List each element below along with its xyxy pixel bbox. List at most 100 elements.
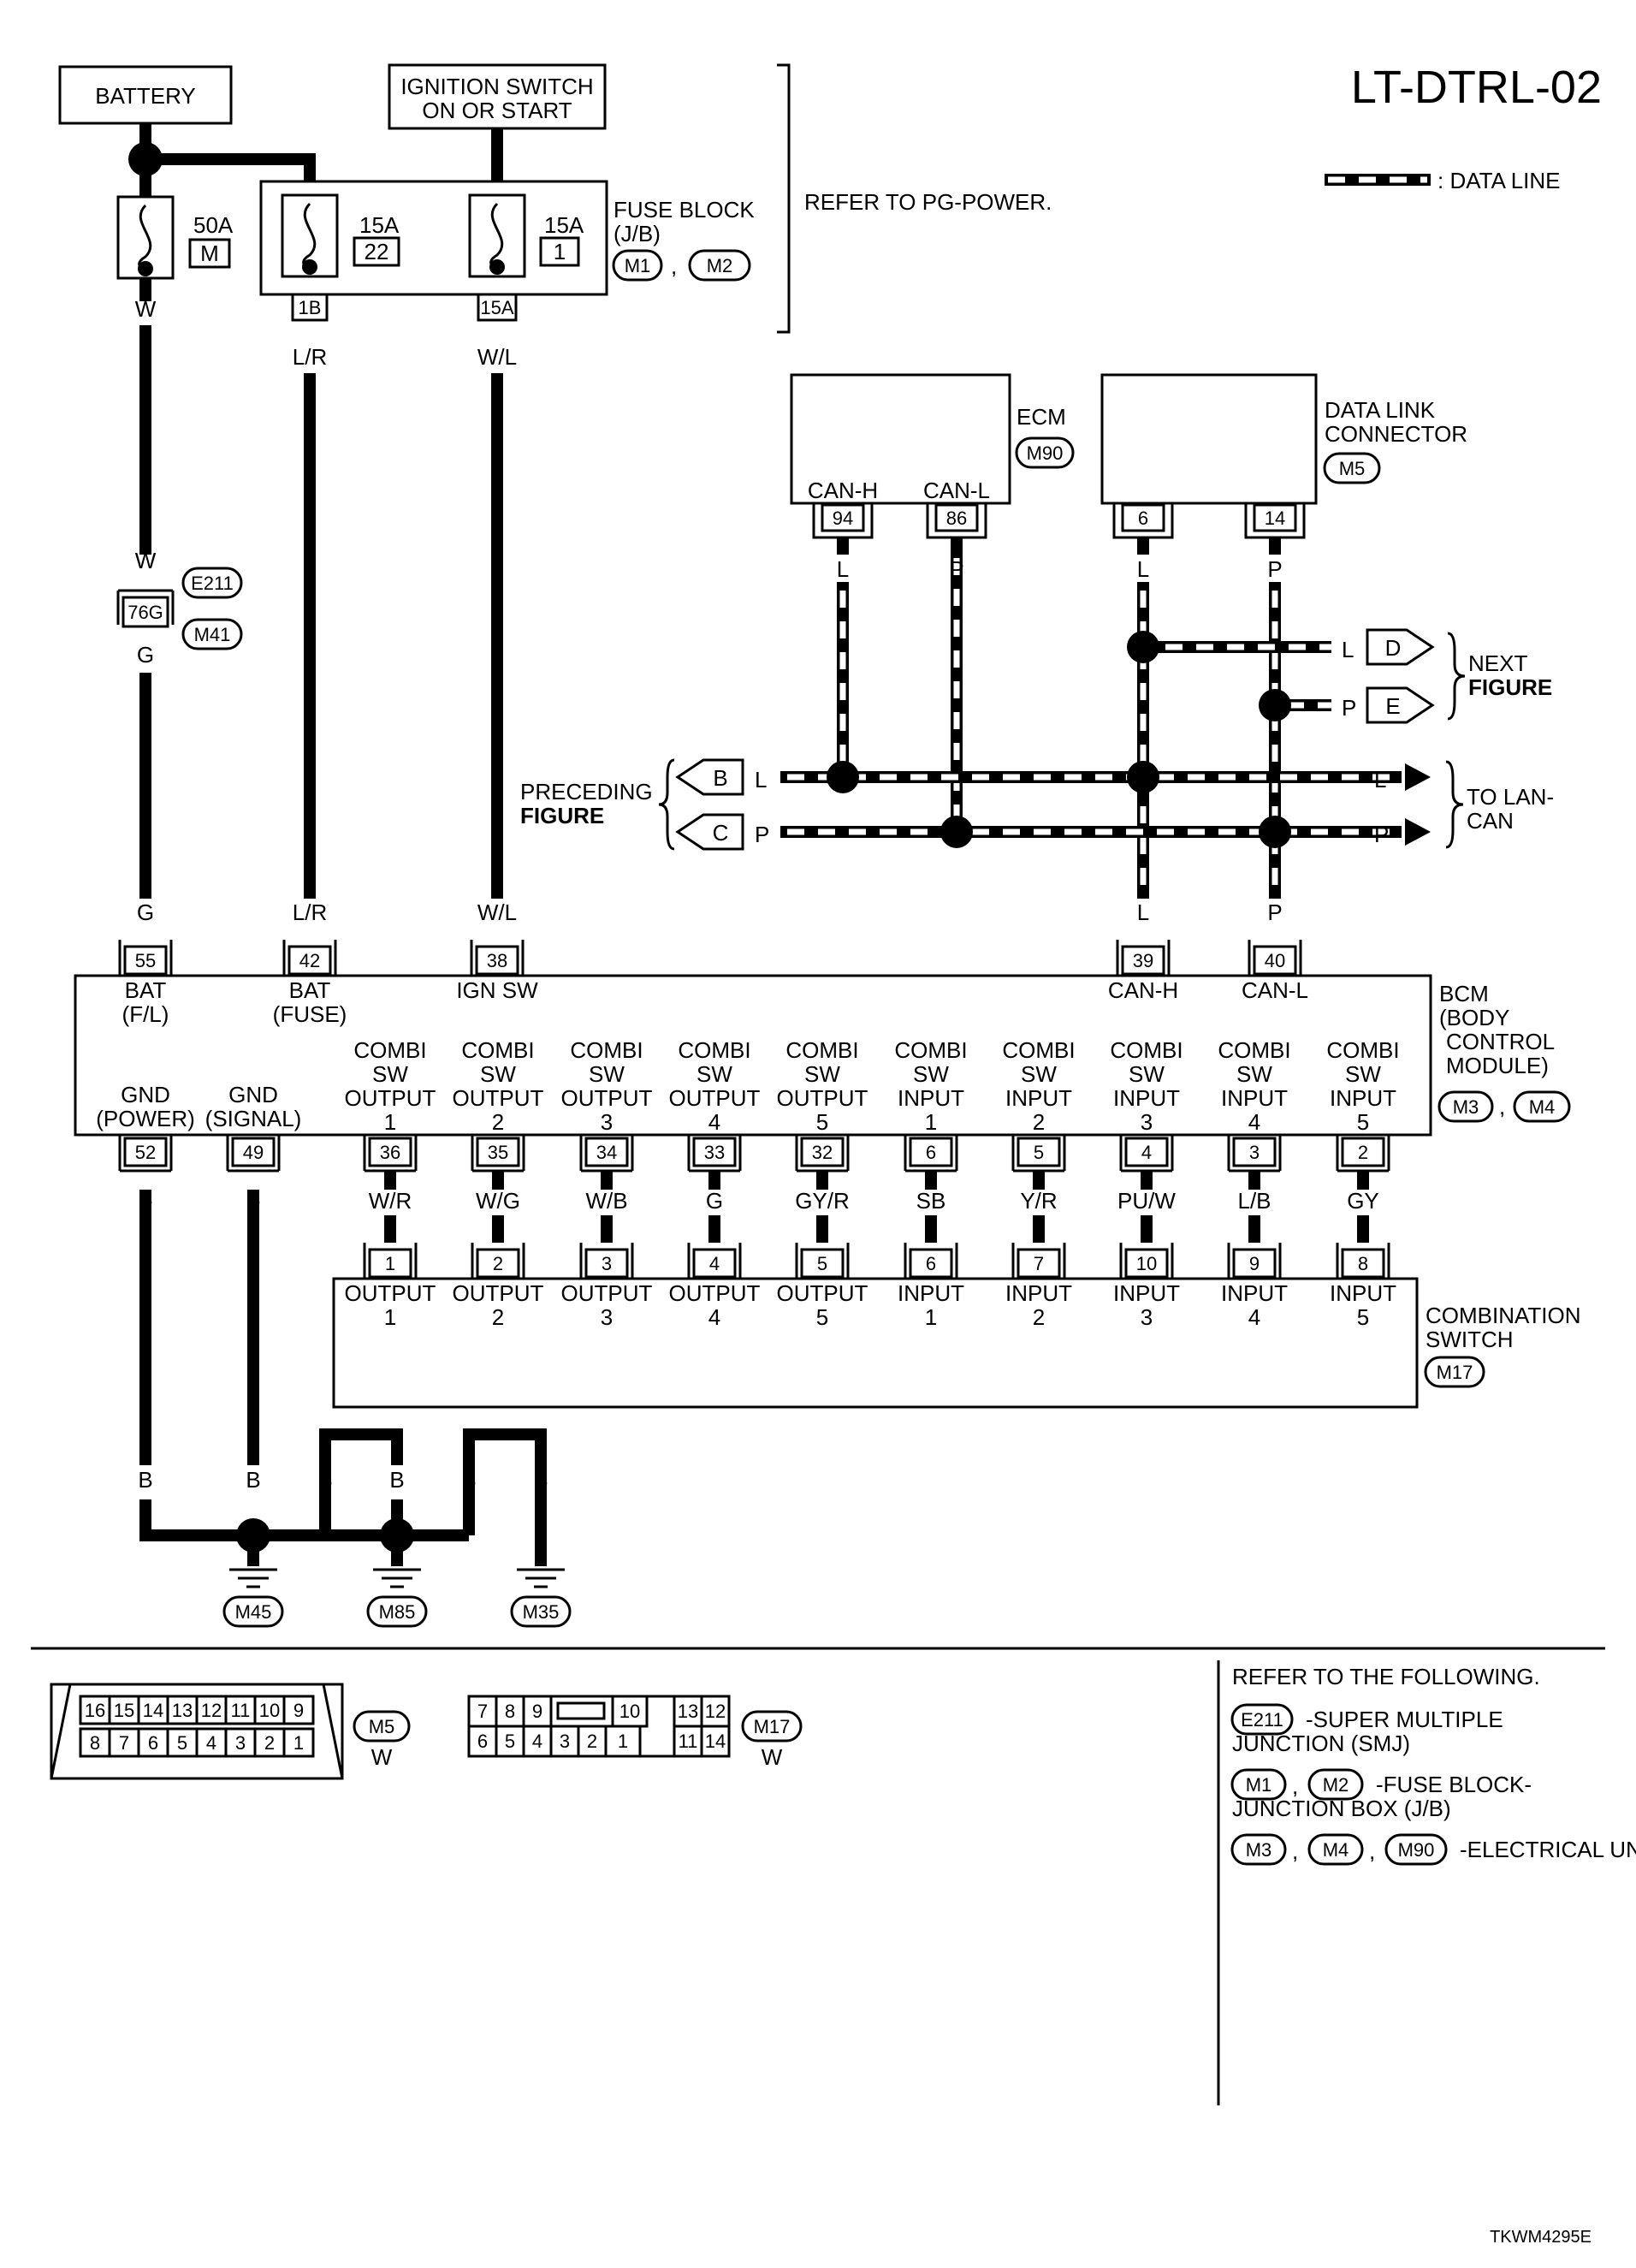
combi-switch-pin-4-name: OUTPUT <box>669 1280 761 1306</box>
to-lan-label-1: TO LAN- <box>1467 784 1554 810</box>
bcm-combi-32-name: COMBI <box>785 1037 858 1063</box>
wire-color-wl-bottom: W/L <box>477 899 517 925</box>
wire-color-b-gnd-power: B <box>138 1186 152 1212</box>
connector-m5-tag: M5 <box>1339 458 1366 479</box>
bcm-combi-34-name: 3 <box>601 1109 613 1135</box>
bcm-combi-33-name: OUTPUT <box>669 1085 761 1111</box>
bcm-combi-3-name: COMBI <box>1218 1037 1290 1063</box>
wire-color-g-1: G <box>137 642 154 668</box>
wire-color-b-g5: B <box>461 1467 476 1493</box>
m5-cell-12: 12 <box>201 1700 222 1721</box>
bcm-pin-33: 33 <box>704 1142 725 1163</box>
combi-switch-pin-9-name: 4 <box>1248 1304 1260 1330</box>
bcm-pin-49: 49 <box>243 1142 264 1163</box>
combi-switch-pin-9: 9 <box>1249 1253 1260 1274</box>
fuse-block: 15A 22 15A 1 1B 15A <box>259 180 608 322</box>
next-flag-e: E <box>1385 693 1400 719</box>
m17-cell-12: 12 <box>705 1701 726 1722</box>
combination-switch-label-1: COMBINATION <box>1426 1303 1581 1328</box>
refer-connector-M1: M1 <box>1246 1774 1272 1796</box>
m5-cell-14: 14 <box>143 1700 163 1721</box>
bcm-pin-40: 40 <box>1265 950 1285 971</box>
fuse-15a-id: 1 <box>554 239 566 264</box>
wire-color-p-dlc: P <box>1267 556 1282 582</box>
combi-switch-pin-10: 10 <box>1136 1253 1157 1274</box>
combi-switch-pin-3-name: 3 <box>601 1304 613 1330</box>
connector-m17-tag: M17 <box>1437 1362 1473 1383</box>
refer-connector-E211: E211 <box>1241 1709 1283 1731</box>
can-pin-94: 94 <box>833 508 853 529</box>
refer-connector-M2: M2 <box>1323 1774 1349 1796</box>
m5-cell-2: 2 <box>264 1732 275 1754</box>
bcm-label-1: BCM <box>1439 981 1489 1006</box>
bcm-combi-35-name: OUTPUT <box>453 1085 544 1111</box>
svg-text:,: , <box>1499 1094 1505 1119</box>
bcm-combi-35-name: SW <box>480 1061 516 1087</box>
bcm-pin-2: 2 <box>1358 1142 1368 1163</box>
m17-cell-7: 7 <box>477 1701 488 1722</box>
ecm-label: ECM <box>1017 404 1066 430</box>
combi-switch-pin-3: 3 <box>602 1253 612 1274</box>
dlc-label-2: CONNECTOR <box>1325 421 1467 447</box>
svg-text:,: , <box>1369 1838 1375 1864</box>
preceding-figure-flags: B C <box>658 758 744 851</box>
wire-color-lr-top: L/R <box>293 344 327 370</box>
bcm-combi-36-name: COMBI <box>353 1037 426 1063</box>
m5-cell-1: 1 <box>293 1732 304 1754</box>
combi-wire-color-5: Y/R <box>1020 1188 1057 1214</box>
bcm-combi-33-name: 4 <box>708 1109 720 1135</box>
preceding-figure-label-2: FIGURE <box>520 803 604 828</box>
bcm-combi-2-name: SW <box>1345 1061 1381 1087</box>
bcm-gnd-49-name: GND <box>228 1082 278 1107</box>
bcm-combi-6-name: INPUT <box>898 1085 964 1111</box>
bcm-combi-32-name: SW <box>804 1061 840 1087</box>
refer-desc-1-0: -FUSE BLOCK- <box>1376 1772 1532 1797</box>
bcm-pin-42-name: (FUSE) <box>273 1001 347 1027</box>
combi-switch-pin-5-name: OUTPUT <box>777 1280 868 1306</box>
next-flag-d: D <box>1385 635 1402 661</box>
bcm-combi-36-name: 1 <box>384 1109 396 1135</box>
combi-switch-pin-10-name: INPUT <box>1113 1280 1180 1306</box>
bcm-combi-3-name: SW <box>1236 1061 1272 1087</box>
m17-cell-2: 2 <box>587 1731 597 1752</box>
connector-view-m17-color: W <box>762 1744 783 1770</box>
m5-cell-5: 5 <box>177 1732 187 1754</box>
fuse-1b-terminal: 1B <box>299 297 322 318</box>
wire-color-l-dlc: L <box>1137 556 1149 582</box>
combi-switch-pin-8-name: INPUT <box>1330 1280 1396 1306</box>
fuse-block-label-2: (J/B) <box>614 221 661 246</box>
combi-switch-pin-5: 5 <box>817 1253 827 1274</box>
combi-switch-pin-6-name: 1 <box>925 1304 937 1330</box>
fuse-bracket <box>777 63 791 334</box>
bcm-combi-4-name: 3 <box>1141 1109 1153 1135</box>
fuse-50a-id: M <box>200 240 219 266</box>
connector-view-m5-id: M5 <box>369 1716 395 1737</box>
m5-cell-9: 9 <box>293 1700 304 1721</box>
bcm-pin-32: 32 <box>812 1142 833 1163</box>
fuse-50a-amp: 50A <box>193 212 234 238</box>
m5-cell-7: 7 <box>119 1732 129 1754</box>
connector-m2-tag <box>688 249 751 282</box>
bcm-pin-55: 55 <box>135 950 156 971</box>
m17-cell-13: 13 <box>678 1701 698 1722</box>
ground-M85: M85 <box>379 1601 416 1623</box>
fuse-block-label-1: FUSE BLOCK <box>614 197 755 223</box>
combi-switch-pin-7: 7 <box>1034 1253 1044 1274</box>
bcm-box <box>74 974 1432 1137</box>
combi-wire-color-35: W/G <box>476 1188 520 1214</box>
wire-color-l-ecm: L <box>837 556 849 582</box>
bcm-label-4: MODULE) <box>1446 1053 1549 1078</box>
data-link-connector-box <box>1100 373 1318 505</box>
bcm-pin-35: 35 <box>488 1142 508 1163</box>
fuse-1b-id: 22 <box>365 239 389 264</box>
bcm-combi-33-name: COMBI <box>678 1037 750 1063</box>
page-id: LT-DTRL-02 <box>1351 62 1602 113</box>
to-lan-label-2: CAN <box>1467 808 1514 834</box>
m17-cell-11: 11 <box>679 1731 698 1752</box>
ground-M45: M45 <box>235 1601 272 1623</box>
m5-cell-10: 10 <box>259 1700 280 1721</box>
m17-cell-6: 6 <box>477 1731 488 1752</box>
combi-switch-pin-4-name: 4 <box>708 1304 720 1330</box>
combi-switch-pin-3-name: OUTPUT <box>561 1280 653 1306</box>
fuse-15a-terminal: 15A <box>480 297 513 318</box>
